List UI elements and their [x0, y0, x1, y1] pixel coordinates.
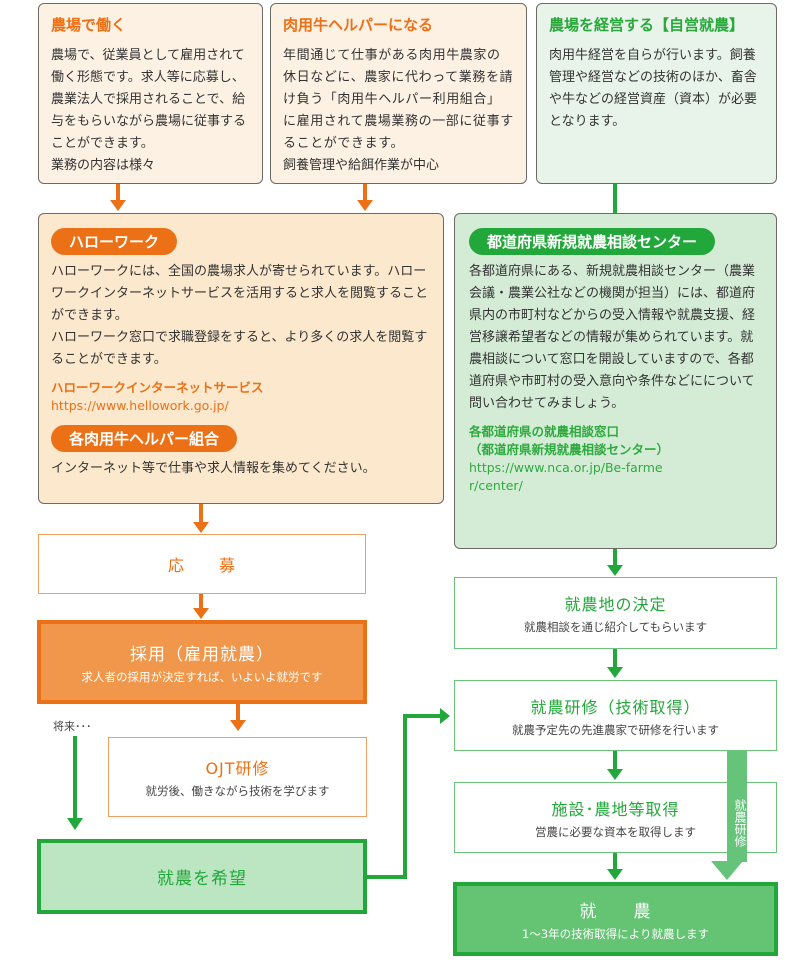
arrow-down-icon	[67, 818, 83, 830]
step-hire: 採用（雇用就農） 求人者の採用が決定すれば、いよいよ就労です	[37, 620, 367, 704]
arrow-down-icon	[230, 720, 246, 731]
step-training: 就農研修（技術取得） 就農予定先の先進農家で研修を行います	[454, 680, 777, 751]
hellowork-link[interactable]: https://www.hellowork.go.jp/	[51, 398, 229, 413]
arrow-down-icon	[110, 200, 126, 211]
step-title: 応 募	[167, 556, 236, 575]
arrow-line	[116, 184, 120, 202]
connector-line	[367, 875, 407, 879]
helper-union-body: インターネット等で仕事や求人情報を集めてください。	[51, 461, 376, 476]
arrow-down-icon	[193, 522, 209, 533]
arrow-line	[199, 594, 203, 610]
arrow-down-icon	[357, 200, 373, 211]
step-facility: 施設･農地等取得 営農に必要な資本を取得します	[454, 782, 777, 853]
arrow-down-icon	[607, 667, 623, 678]
card-note: 業務の内容は様々	[51, 158, 156, 173]
side-training-arrow: 就農研修	[727, 751, 747, 862]
connector-line	[613, 184, 617, 213]
arrow-line	[613, 853, 617, 871]
step-title: 就農を希望	[157, 869, 247, 889]
step-title: 就農研修（技術取得）	[530, 697, 701, 717]
step-sub: 営農に必要な資本を取得します	[535, 824, 696, 839]
arrow-line	[613, 751, 617, 771]
step-apply: 応 募	[38, 534, 366, 594]
future-label: 将来･･･	[53, 720, 92, 733]
arrow-down-icon	[607, 769, 623, 780]
arrow-right-icon	[440, 708, 450, 724]
connector-line	[403, 714, 407, 879]
arrow-line	[613, 649, 617, 669]
arrow-line	[613, 549, 617, 567]
step-land-decision: 就農地の決定 就農相談を通じ紹介してもらいます	[454, 577, 777, 649]
step-farming: 就 農 1～3年の技術取得により就農します	[453, 882, 778, 956]
step-title: 施設･農地等取得	[551, 799, 680, 819]
center-link[interactable]: https://www.nca.or.jp/Be-farmer/center/	[469, 460, 663, 493]
arrow-line	[363, 184, 367, 202]
hellowork-body1: ハローワークには、全国の農場求人が寄せられています。ハローワークインターネットサ…	[51, 264, 429, 323]
card-title: 肉用牛ヘルパーになる	[283, 16, 434, 34]
step-sub: 就農予定先の先進農家で研修を行います	[512, 722, 719, 737]
center-box: 都道府県新規就農相談センター 各都道府県にある、新規就農相談センター（農業会議・…	[454, 213, 777, 549]
center-link-title: 各都道府県の就農相談窓口	[469, 424, 620, 439]
card-body: 農場で、従業員として雇用されて働く形態です。求人等に応募し、農業法人で採用される…	[51, 48, 247, 151]
hellowork-link-title: ハローワークインターネットサービス	[51, 380, 264, 395]
step-ojt: OJT研修 就労後、働きながら技術を学びます	[108, 737, 367, 817]
hellowork-box: ハローワーク ハローワークには、全国の農場求人が寄せられています。ハローワークイ…	[38, 213, 444, 504]
arrow-line	[236, 704, 240, 722]
hellowork-body2: ハローワーク窓口で求職登録をすると、より多くの求人を閲覧することができます。	[51, 330, 428, 367]
card-body: 年間通じて仕事がある肉用牛農家の休日などに、農家に代わって業務を請け負う「肉用牛…	[283, 48, 514, 151]
step-sub: 求人者の採用が決定すれば、いよいよ就労です	[81, 669, 323, 684]
arrow-down-icon	[607, 565, 623, 576]
arrow-line	[199, 504, 203, 524]
hellowork-pill: ハローワーク	[51, 228, 178, 255]
step-title: 就 農	[579, 901, 652, 922]
step-title: 就農地の決定	[564, 595, 667, 614]
card-work-on-farm: 農場で働く 農場で、従業員として雇用されて働く形態です。求人等に応募し、農業法人…	[38, 3, 263, 184]
step-sub: 就労後、働きながら技術を学びます	[145, 784, 330, 798]
step-sub: 就農相談を通じ紹介してもらいます	[523, 620, 708, 634]
center-pill: 都道府県新規就農相談センター	[469, 228, 716, 255]
step-hope-farming: 就農を希望	[37, 839, 367, 914]
card-helper: 肉用牛ヘルパーになる 年間通じて仕事がある肉用牛農家の休日などに、農家に代わって…	[270, 3, 527, 184]
card-title: 農場で働く	[51, 16, 127, 34]
step-title: 採用（雇用就農）	[130, 644, 274, 665]
arrow-line	[73, 736, 77, 820]
card-title: 農場を経営する【自営就農】	[549, 16, 745, 34]
connector-line	[403, 714, 443, 718]
arrow-down-icon	[711, 861, 743, 880]
step-title: OJT研修	[205, 759, 270, 778]
card-note: 飼養管理や給餌作業が中心	[283, 158, 440, 173]
card-self-farming: 農場を経営する【自営就農】 肉用牛経営を自らが行います。飼養管理や経営などの技術…	[536, 3, 777, 184]
helper-union-pill: 各肉用牛ヘルパー組合	[51, 425, 238, 452]
card-body: 肉用牛経営を自らが行います。飼養管理や経営などの技術のほか、畜舎や牛などの経営資…	[549, 48, 758, 129]
center-body: 各都道府県にある、新規就農相談センター（農業会議・農業公社などの機関が担当）には…	[469, 264, 756, 411]
arrow-down-icon	[607, 869, 623, 880]
arrow-down-icon	[193, 608, 209, 619]
step-sub: 1～3年の技術取得により就農します	[522, 926, 709, 941]
center-link-title2: （都道府県新規就農相談センター）	[469, 442, 670, 457]
